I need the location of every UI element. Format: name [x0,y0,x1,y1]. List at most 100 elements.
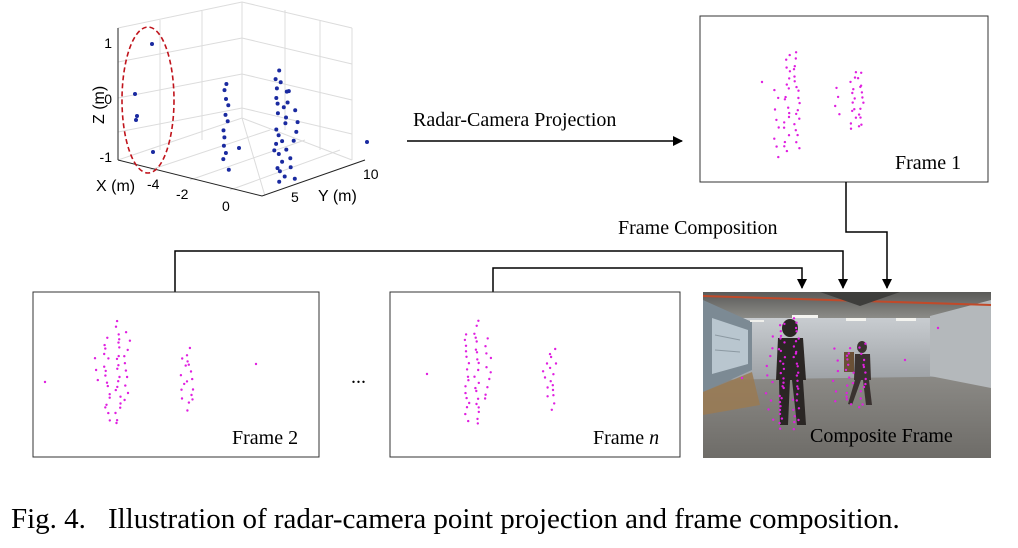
radar-point [288,156,293,161]
projected-point [103,352,106,356]
y-tick-5: 5 [291,189,299,205]
projected-point [797,96,800,100]
projected-point [548,352,552,356]
projected-point [187,363,190,366]
projected-point [775,118,778,122]
projected-point [114,411,117,415]
radar-point [285,100,290,105]
projected-point [798,117,801,120]
projected-point [474,386,477,390]
radar-point [295,120,300,125]
projected-point [126,348,129,352]
projected-point [773,108,777,111]
radar-point [278,80,283,85]
projected-point [797,387,800,390]
projected-point [781,385,784,388]
projected-point [793,65,796,68]
projected-point [546,386,549,389]
projected-point [43,380,47,384]
projected-point [794,326,798,330]
projected-point [859,397,862,400]
x-axis-label: X (m) [96,178,135,195]
projected-point [464,385,467,388]
projected-point [124,369,128,372]
projected-point [108,419,112,422]
projected-point [851,381,855,385]
radar-point [282,174,287,179]
radar-point [275,111,280,116]
projected-point [858,406,861,409]
projected-point [783,121,786,124]
radar-point [133,92,137,96]
projected-point [794,57,797,60]
projected-point [119,395,122,398]
projected-point [848,376,851,379]
projected-point [794,340,798,343]
projected-point [186,360,189,363]
projected-point [181,357,184,360]
projected-point [760,80,764,84]
projected-point [187,401,191,404]
projected-point [861,403,864,406]
projected-point [476,417,479,421]
radar-point [284,147,289,152]
projected-point [191,388,195,391]
radar-point [237,146,241,150]
projected-point [128,339,132,342]
projected-point [857,113,861,116]
projected-point [118,338,121,341]
projected-point [787,87,790,90]
projected-point [96,378,100,382]
projected-point [782,377,785,380]
projected-point [545,362,549,365]
projected-point [860,123,863,126]
projected-point [796,385,799,388]
z-axis-label: Z (m) [91,86,108,124]
projected-point [179,374,183,377]
z-tick-neg1: -1 [100,149,113,165]
projected-point [849,403,853,406]
composite-frame-label: Composite Frame [810,425,953,447]
radar-point [272,148,277,153]
projected-point [180,388,183,391]
projected-point [857,125,861,128]
radar-point [274,141,279,146]
projected-point [779,337,782,340]
projected-point [466,375,470,378]
projected-point [475,389,478,393]
radar-point [135,114,139,118]
projected-point [771,380,774,384]
projected-point [796,133,799,137]
composite-frame-panel: Composite Frame [702,292,992,458]
projected-point [834,104,837,108]
projected-point [795,112,798,116]
projected-point [464,350,468,353]
projected-point [779,349,783,353]
x-tick-neg4: -4 [147,176,160,192]
projected-point [845,354,849,357]
projected-point [864,382,867,386]
projected-point [473,332,476,335]
projected-point [117,341,120,344]
projected-point [477,368,480,372]
projected-point [541,370,545,373]
projected-point [484,345,487,348]
projected-point [777,348,781,351]
projected-point [771,347,774,350]
radar-point [276,133,281,138]
projected-point [796,379,799,382]
projection-arrow: Radar-Camera Projection [407,109,683,146]
projected-point [787,115,791,119]
composition-label: Frame Composition [618,217,777,239]
projected-point [792,68,796,71]
projected-point [853,97,856,100]
frame-n-variable: n [649,427,659,449]
projected-point [849,80,852,84]
projected-point [114,325,118,328]
projected-point [486,386,489,389]
projected-point [773,88,776,92]
projected-point [118,346,121,349]
radar-point [275,101,280,106]
radar-point [292,176,297,181]
projected-point [791,398,795,401]
